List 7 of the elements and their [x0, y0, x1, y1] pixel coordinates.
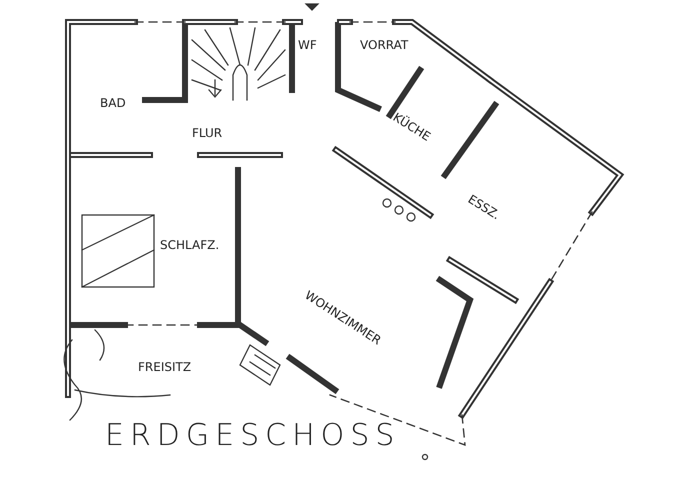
room-label: VORRAT [360, 38, 408, 52]
room-label: SCHLAFZ. [160, 238, 220, 252]
room-label: FLUR [192, 126, 222, 140]
room-label: BAD [100, 96, 126, 110]
plan-title: ERDGESCHOSS [105, 418, 400, 453]
room-label: FREISITZ [138, 360, 192, 374]
room-label: WF [298, 38, 317, 52]
